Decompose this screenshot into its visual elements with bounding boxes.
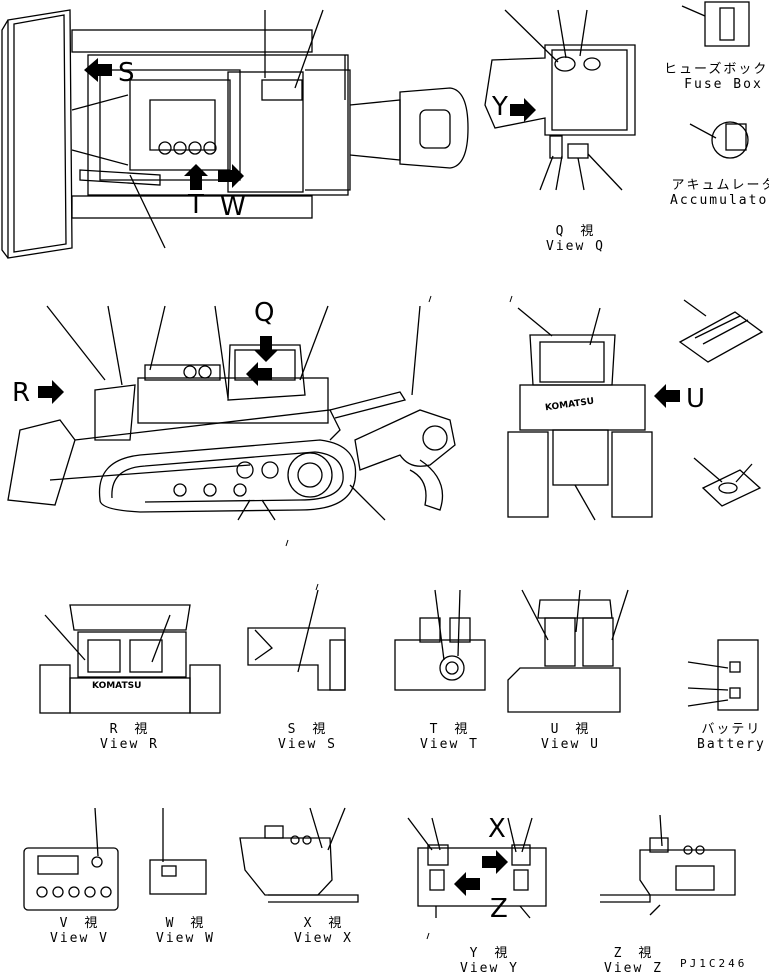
view-x-drawing xyxy=(239,807,359,903)
drawing-code: PJ1C246 xyxy=(680,957,748,970)
caption-accumulator: アキュムレータ Accumulator xyxy=(670,178,769,208)
view-v-panel xyxy=(23,807,119,911)
arrow-y xyxy=(510,98,536,122)
caption-view-w: W 視 View W xyxy=(156,916,215,946)
caption-view-w-jp: W 視 xyxy=(165,916,206,931)
arrow-t xyxy=(184,164,208,190)
dozer-top-view xyxy=(1,9,469,259)
round-decal-detail xyxy=(693,457,762,507)
battery-drawing xyxy=(687,639,759,711)
view-s-drawing xyxy=(247,589,346,691)
caption-battery: バッテリ Battery xyxy=(697,722,766,752)
caption-view-r-jp: R 視 xyxy=(109,722,150,737)
caption-view-x-jp: X 視 xyxy=(303,916,344,931)
caption-battery-en: Battery xyxy=(697,737,766,752)
arrow-s xyxy=(84,58,112,82)
view-u-drawing xyxy=(507,589,629,713)
accumulator-detail xyxy=(689,121,749,159)
letter-w: W xyxy=(220,192,246,222)
caption-view-y-jp: Y 視 xyxy=(469,946,510,961)
caption-fuse-box-jp: ヒューズボックス xyxy=(664,62,769,77)
brand-plate-front: KOMATSU xyxy=(92,681,142,691)
caption-view-s-en: View S xyxy=(278,737,337,752)
caption-view-u: U 視 View U xyxy=(541,722,600,752)
caption-accumulator-jp: アキュムレータ xyxy=(671,178,769,193)
caption-view-x-en: View X xyxy=(294,931,353,946)
view-arrows xyxy=(38,58,680,896)
letter-r: R xyxy=(12,378,31,408)
caption-view-t-jp: T 視 xyxy=(429,722,470,737)
caption-fuse-box: ヒューズボックス Fuse Box xyxy=(664,62,769,92)
dozer-side-view xyxy=(7,305,456,521)
arrow-x-side xyxy=(246,362,272,386)
caption-view-y-en: View Y xyxy=(460,961,519,976)
arrow-w xyxy=(218,164,244,188)
view-w-drawing xyxy=(149,808,207,895)
label-sheet-detail xyxy=(678,299,764,363)
letter-y: Y xyxy=(492,92,508,122)
letter-x: X xyxy=(488,814,506,844)
caption-view-w-en: View W xyxy=(156,931,215,946)
caption-view-s: S 視 View S xyxy=(278,722,337,752)
dozer-rear-view xyxy=(507,307,653,521)
view-z-drawing xyxy=(600,814,736,916)
letter-q: Q xyxy=(254,298,275,328)
view-y-drawing xyxy=(407,817,547,919)
caption-view-q-en: View Q xyxy=(546,239,605,254)
arrow-r xyxy=(38,380,64,404)
caption-fuse-box-en: Fuse Box xyxy=(684,77,763,92)
arrow-y-left xyxy=(454,872,480,896)
cab-floor-plan xyxy=(484,9,636,191)
tick-marks xyxy=(285,295,513,940)
caption-accumulator-en: Accumulator xyxy=(670,193,769,208)
letter-u: U xyxy=(686,384,706,414)
caption-view-q-jp: Q 視 xyxy=(555,224,596,239)
caption-view-z-jp: Z 視 xyxy=(613,946,654,961)
caption-view-v-jp: V 視 xyxy=(59,916,100,931)
caption-battery-jp: バッテリ xyxy=(701,722,762,737)
caption-view-r-en: View R xyxy=(100,737,159,752)
arrow-u xyxy=(654,384,680,408)
caption-view-s-jp: S 視 xyxy=(287,722,328,737)
letter-t: T xyxy=(188,190,204,220)
caption-view-y: Y 視 View Y xyxy=(460,946,519,976)
caption-view-t: T 視 View T xyxy=(420,722,479,752)
letter-z: Z xyxy=(490,894,508,924)
caption-view-z-en: View Z xyxy=(604,961,663,976)
view-r-drawing xyxy=(39,604,221,714)
caption-view-t-en: View T xyxy=(420,737,479,752)
caption-view-u-jp: U 視 xyxy=(550,722,591,737)
caption-view-z: Z 視 View Z xyxy=(604,946,663,976)
arrow-q-down xyxy=(254,336,278,362)
caption-view-v: V 視 View V xyxy=(50,916,109,946)
letter-s: S xyxy=(118,58,135,88)
caption-view-q: Q 視 View Q xyxy=(546,224,605,254)
caption-view-v-en: View V xyxy=(50,931,109,946)
caption-view-r: R 視 View R xyxy=(100,722,159,752)
view-t-drawing xyxy=(394,589,486,691)
arrow-y-right xyxy=(482,850,508,874)
caption-view-u-en: View U xyxy=(541,737,600,752)
fuse-box-detail xyxy=(681,1,750,47)
caption-view-x: X 視 View X xyxy=(294,916,353,946)
